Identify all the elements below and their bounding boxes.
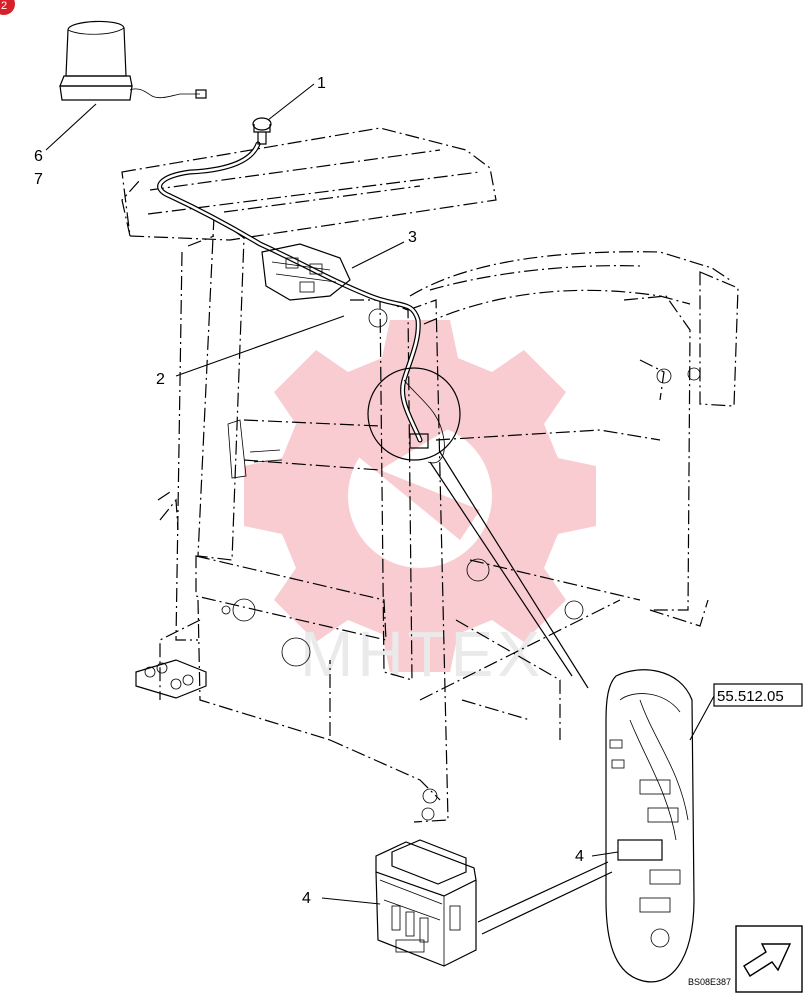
- switch-link-line-a: [477, 861, 609, 923]
- navigation-arrow-icon[interactable]: [735, 925, 803, 993]
- callout-4-inset: 4: [575, 848, 584, 865]
- switch-link-line-b: [481, 871, 613, 935]
- inset-switch-row: [609, 739, 681, 948]
- detail-circle: [367, 367, 461, 461]
- callout-4-switch: 4: [302, 890, 311, 907]
- callout-1: 1: [317, 75, 326, 92]
- reference-box-text: 55.512.05: [717, 688, 784, 705]
- callout-6: 6: [34, 148, 43, 165]
- mount-bracket-right: [421, 788, 438, 821]
- mount-bracket-left: [135, 659, 207, 699]
- watermark-logo: MHTEX: [244, 320, 596, 690]
- detail-link-line-a: [439, 451, 589, 689]
- callout-2: 2: [156, 371, 165, 388]
- callout-3: 3: [408, 229, 417, 246]
- drawing-code: BS08E387: [688, 977, 731, 987]
- corner-badge: 2: [0, 0, 15, 15]
- harness-connector-cluster: [261, 243, 351, 301]
- rocker-switch: [375, 839, 477, 967]
- harness-clip: [409, 433, 429, 449]
- callout-7: 7: [34, 171, 43, 188]
- switch-panel-inset: [605, 669, 695, 983]
- detail-link-line-b: [429, 461, 573, 677]
- corner-badge-text: 2: [1, 0, 7, 12]
- reference-box: 55.512.05: [689, 683, 803, 741]
- watermark-text: MHTEX: [300, 618, 544, 690]
- beacon-light: [59, 20, 207, 101]
- power-socket: [252, 117, 272, 145]
- callouts: 1 2 3 6 7 4 4 55.512.05: [34, 75, 803, 907]
- wire-harness: [157, 141, 445, 464]
